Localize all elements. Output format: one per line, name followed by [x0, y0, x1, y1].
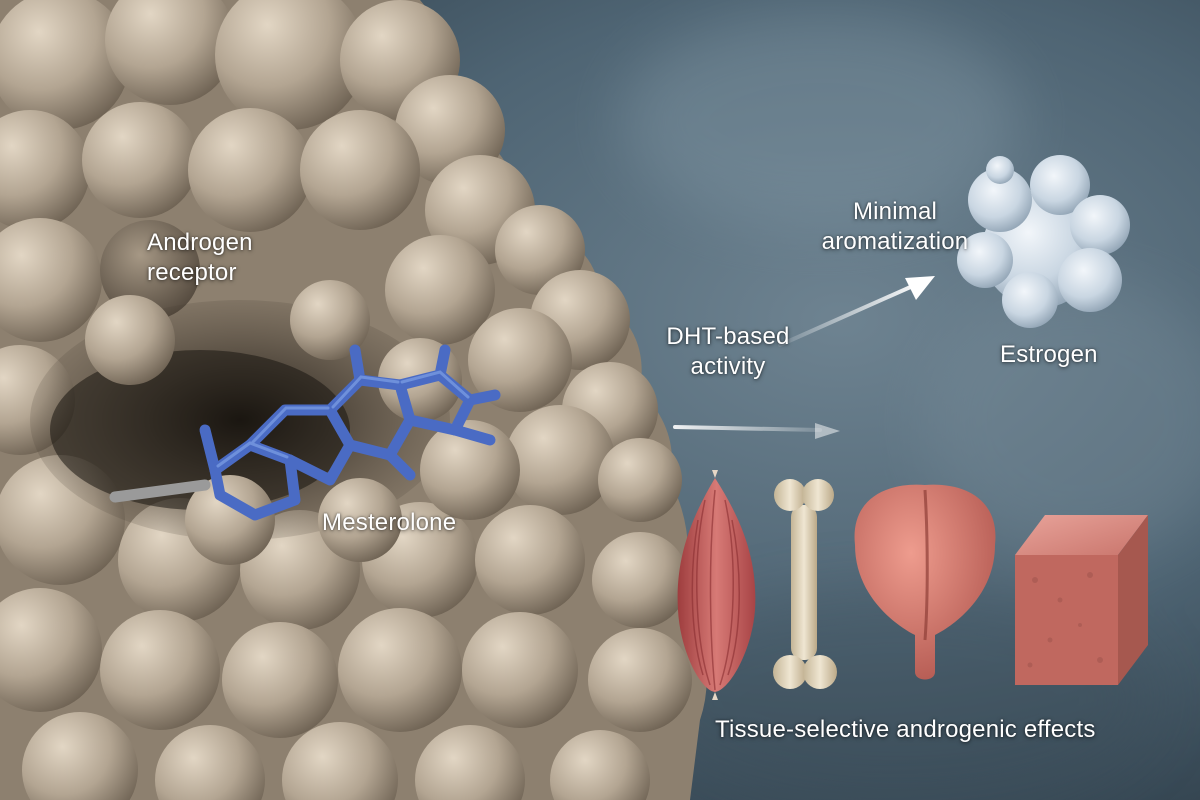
estrogen-blob-icon: [957, 155, 1130, 328]
aromatization-arrow: [778, 276, 935, 347]
ligand-label: Mesterolone: [322, 509, 457, 536]
aromatization-label: Minimal aromatization: [795, 197, 995, 257]
hydroxyl-group: [109, 479, 211, 503]
tissue-effects-arrow: [673, 423, 840, 439]
aromatization-label-line1: Minimal: [852, 198, 938, 225]
aromatization-label-line2: aromatization: [821, 228, 969, 255]
estrogen-label: Estrogen: [1000, 341, 1098, 368]
protein-surface-icon: [0, 0, 707, 800]
muscle-icon: [677, 470, 756, 700]
receptor-label: Androgen receptor: [147, 228, 253, 288]
prostate-icon: [854, 484, 996, 680]
activity-label-line1: DHT-based: [666, 323, 790, 350]
skin-tissue-icon: [1015, 515, 1148, 685]
activity-label-line2: activity: [690, 353, 766, 380]
background-haze: [620, 10, 1200, 800]
receptor-label-line1: Androgen: [147, 229, 253, 256]
activity-label: DHT-based activity: [648, 322, 808, 382]
tissue-effects-label: Tissue-selective androgenic effects: [715, 716, 1096, 743]
receptor-label-line2: receptor: [147, 259, 237, 286]
molecule-highlight: [216, 370, 470, 468]
bone-icon: [773, 479, 837, 689]
